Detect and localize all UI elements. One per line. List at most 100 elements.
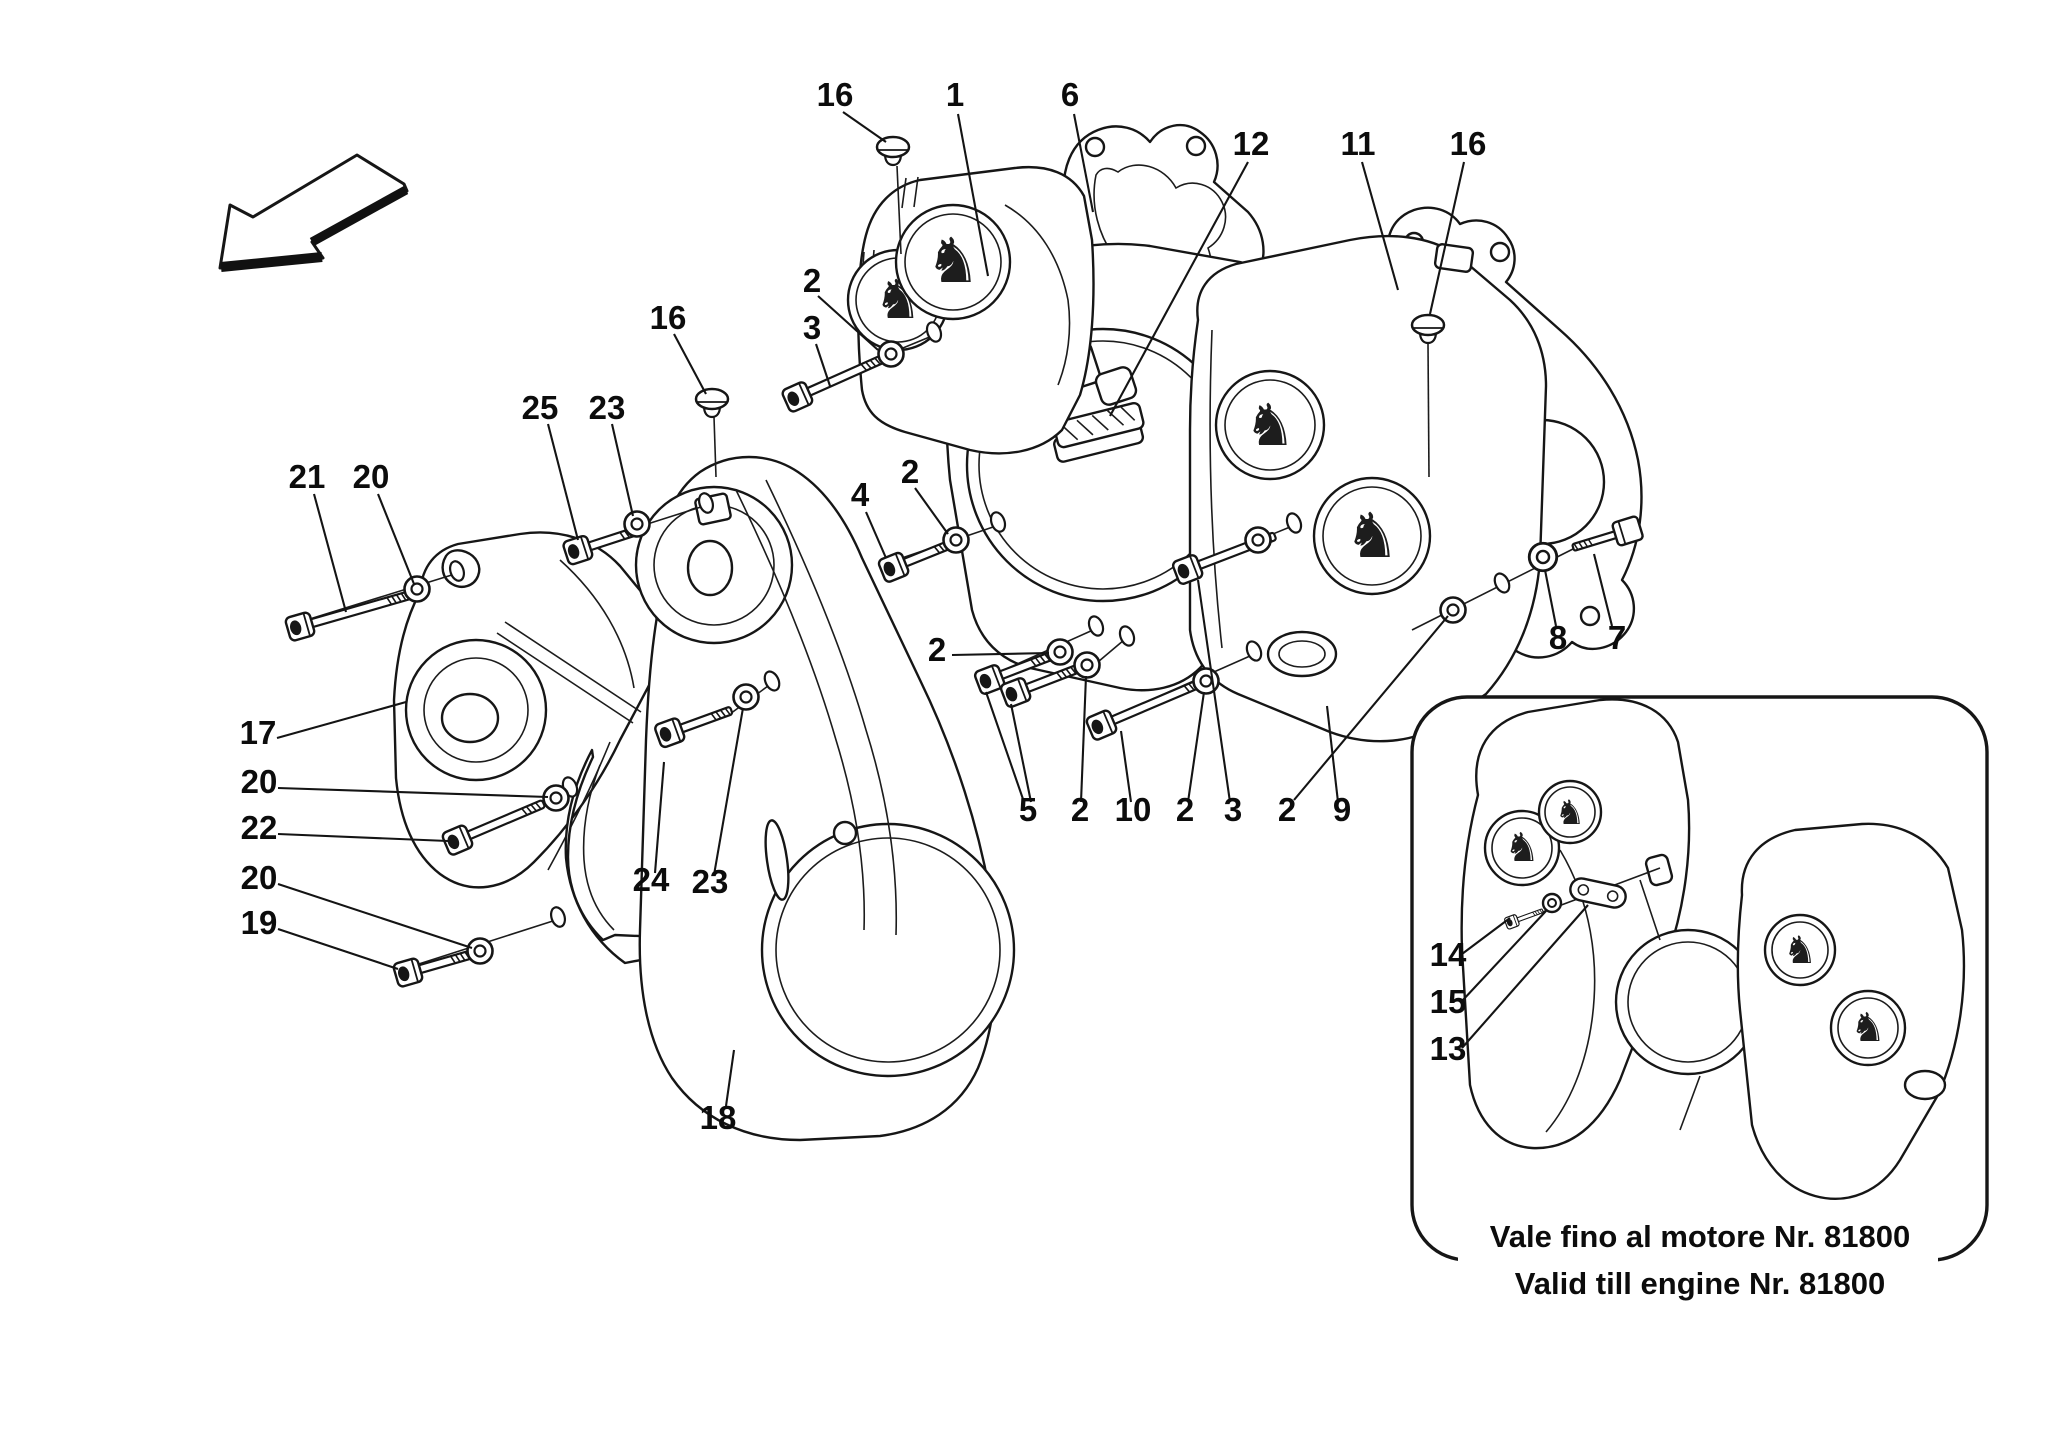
- horse-emblem-circle: ♞: [894, 203, 1012, 321]
- leader-line-2: [1079, 675, 1088, 803]
- callout-2: 2: [803, 262, 821, 299]
- callout-20: 20: [241, 763, 278, 800]
- callout-5: 5: [1019, 791, 1037, 828]
- callout-11: 11: [1341, 125, 1376, 162]
- inset-right-cover: ♞ ♞: [1736, 822, 1966, 1200]
- callout-4: 4: [851, 476, 870, 513]
- leader-line-23: [610, 423, 635, 517]
- callout-15: 15: [1430, 983, 1467, 1020]
- leader-line-21: [312, 493, 348, 613]
- svg-text:♞: ♞: [925, 224, 981, 297]
- leader-line-19: [277, 928, 399, 970]
- callout-3: 3: [1224, 791, 1242, 828]
- callout-2: 2: [1176, 791, 1194, 828]
- part-1-cover: ♞ ♞: [846, 166, 1095, 455]
- leader-line-25: [546, 423, 580, 541]
- inset-box: ♞ ♞ ♞ ♞: [1410, 695, 1989, 1301]
- callout-24: 24: [633, 861, 670, 898]
- leader-line-3: [815, 343, 831, 387]
- leader-line-2: [817, 295, 879, 351]
- leader-line-13: [1461, 904, 1589, 1049]
- callout-2: 2: [901, 453, 919, 490]
- leader-line-16: [673, 333, 707, 395]
- leader-line-24: [653, 761, 666, 874]
- leader-line-14: [1461, 917, 1511, 955]
- washer-8: [1527, 541, 1559, 573]
- callout-23: 23: [692, 863, 729, 900]
- svg-text:♞: ♞: [1504, 825, 1540, 871]
- leader-line-2: [914, 487, 949, 535]
- leader-line-15: [1461, 910, 1547, 1002]
- callout-2: 2: [1071, 791, 1089, 828]
- callout-25: 25: [522, 389, 559, 426]
- svg-text:♞: ♞: [1783, 928, 1817, 972]
- callout-16: 16: [1450, 125, 1487, 162]
- leader-line-6: [1072, 113, 1095, 213]
- leader-line-18: [724, 1049, 736, 1107]
- callout-23: 23: [589, 389, 626, 426]
- leader-line-8: [1543, 569, 1558, 627]
- washer-2a: [877, 340, 905, 368]
- inset-fasteners: [1503, 867, 1661, 931]
- inset-caption-italian: Vale fino al motore Nr. 81800: [1490, 1219, 1910, 1254]
- callout-7: 7: [1608, 619, 1626, 656]
- cap-16a: [875, 135, 911, 167]
- callout-22: 22: [241, 809, 278, 846]
- horse-emblem-circle: ♞: [1829, 989, 1907, 1067]
- washer-15: [1541, 892, 1563, 914]
- direction-arrow-icon: [218, 153, 409, 272]
- inset-caption-english: Valid till engine Nr. 81800: [1515, 1266, 1885, 1301]
- leader-line-20: [277, 883, 473, 949]
- washer-2f: [1439, 596, 1467, 624]
- leader-line-16: [842, 111, 887, 143]
- horse-emblem-circle: ♞: [1214, 369, 1326, 481]
- svg-text:♞: ♞: [1344, 499, 1400, 572]
- callout-17: 17: [240, 714, 277, 751]
- callout-2: 2: [1278, 791, 1296, 828]
- leader-line-12: [1109, 161, 1249, 417]
- callout-2: 2: [928, 631, 946, 668]
- leader-line-2: [1293, 615, 1449, 801]
- washer-23a: [623, 510, 651, 538]
- callout-8: 8: [1549, 619, 1567, 656]
- leader-line-7: [1592, 553, 1614, 627]
- callout-18: 18: [700, 1099, 737, 1136]
- leader-line-20: [277, 786, 549, 799]
- leader-line-3: [1196, 579, 1232, 803]
- callout-3: 3: [803, 309, 821, 346]
- washer-23b: [732, 683, 760, 711]
- callout-10: 10: [1115, 791, 1152, 828]
- svg-text:♞: ♞: [1555, 793, 1585, 833]
- callout-19: 19: [241, 904, 278, 941]
- leader-line-10: [1119, 730, 1133, 803]
- part-18-cover: [496, 455, 1016, 1142]
- washer-2d: [1073, 651, 1101, 679]
- leader-line-23: [712, 707, 745, 876]
- leader-line-4: [865, 511, 887, 559]
- leader-line-1: [956, 113, 990, 277]
- caption-whiteout: [1458, 1222, 1938, 1266]
- callout-9: 9: [1333, 791, 1351, 828]
- svg-text:♞: ♞: [1850, 1005, 1886, 1051]
- callout-16: 16: [650, 299, 687, 336]
- callout-20: 20: [241, 859, 278, 896]
- callout-16: 16: [817, 76, 854, 113]
- horse-emblem-circle: ♞: [1537, 779, 1603, 845]
- leader-line-17: [276, 700, 407, 740]
- cap-16b: [694, 387, 730, 419]
- washer-2c: [1046, 638, 1074, 666]
- bolt-7-hex: [1571, 515, 1644, 552]
- washer-2g: [1244, 526, 1272, 554]
- callout-14: 14: [1430, 936, 1467, 973]
- horse-emblem-circle: ♞: [1312, 476, 1432, 596]
- callout-13: 13: [1430, 1030, 1467, 1067]
- callout-12: 12: [1233, 125, 1270, 162]
- fasteners: [283, 135, 1644, 989]
- leader-line-5: [985, 691, 1025, 803]
- washer-20a: [403, 575, 431, 603]
- leader-line-20: [377, 493, 415, 585]
- leader-line-22: [277, 832, 449, 843]
